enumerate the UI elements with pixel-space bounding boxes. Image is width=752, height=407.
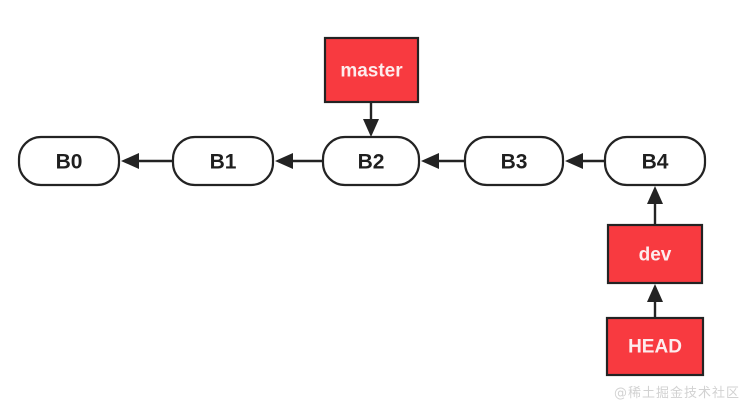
ref-label-dev: dev <box>639 245 672 266</box>
edge-b4-to-b3 <box>565 153 604 169</box>
edge-master-to-b2 <box>363 102 379 137</box>
commit-node-b1[interactable]: B1 <box>171 135 275 187</box>
commit-node-b4[interactable]: B4 <box>603 135 707 187</box>
commit-label-b3: B3 <box>501 151 528 174</box>
ref-label-master: master <box>340 61 403 82</box>
ref-node-head[interactable]: HEAD <box>605 316 705 377</box>
edge-head-to-dev <box>647 284 663 318</box>
commit-label-b2: B2 <box>358 151 385 174</box>
commit-label-b0: B0 <box>56 151 83 174</box>
commit-node-b2[interactable]: B2 <box>321 135 421 187</box>
ref-node-master[interactable]: master <box>323 36 420 104</box>
commit-label-b4: B4 <box>642 151 669 174</box>
commit-label-b1: B1 <box>210 151 237 174</box>
edge-dev-to-b4 <box>647 186 663 225</box>
ref-label-head: HEAD <box>628 337 682 358</box>
edge-b1-to-b0 <box>121 153 172 169</box>
commit-node-b3[interactable]: B3 <box>463 135 565 187</box>
watermark-text: @稀土掘金技术社区 <box>613 386 740 401</box>
edge-b3-to-b2 <box>421 153 464 169</box>
edge-b2-to-b1 <box>275 153 322 169</box>
commit-node-b0[interactable]: B0 <box>17 135 121 187</box>
ref-node-dev[interactable]: dev <box>606 223 704 285</box>
